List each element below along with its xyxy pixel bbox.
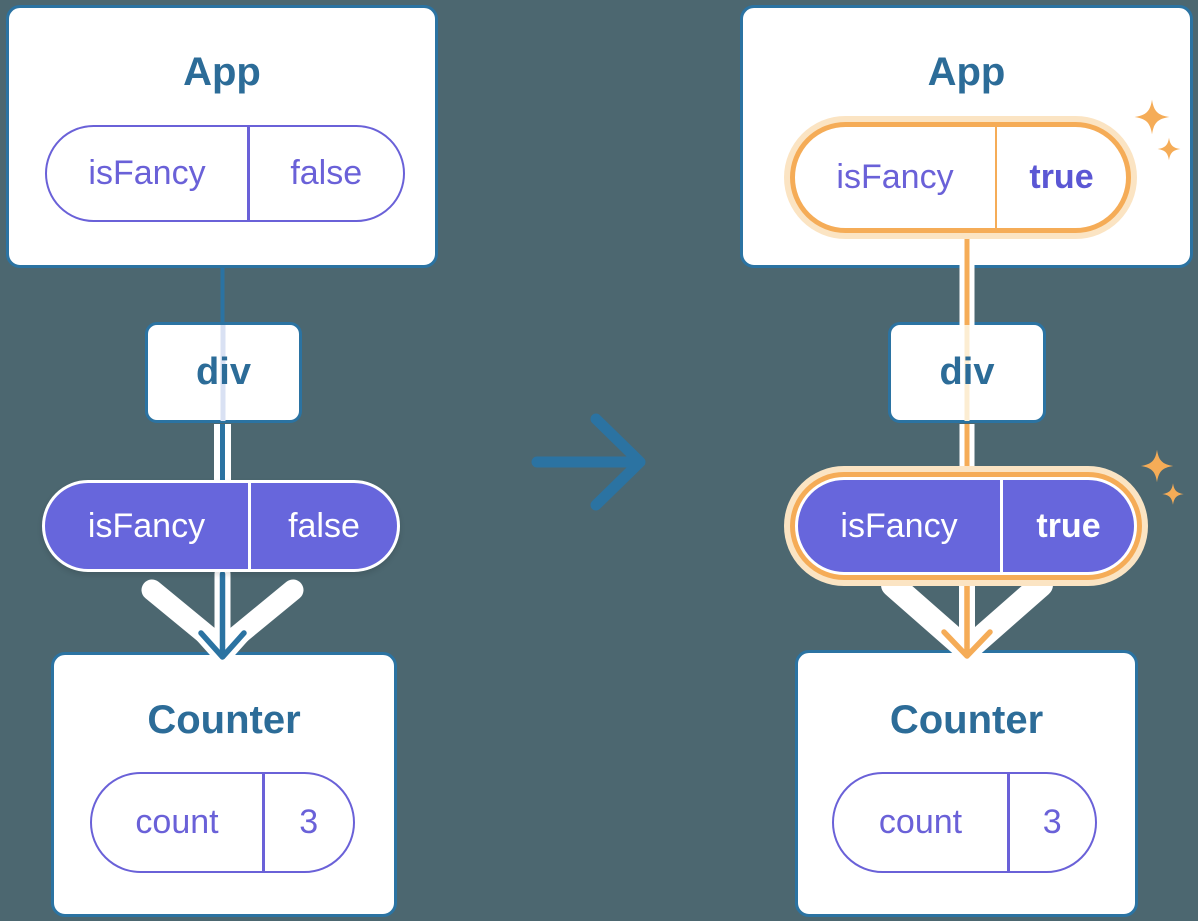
- sparkle-small-icon: [1162, 483, 1184, 505]
- prop-pill-value: true: [1036, 506, 1101, 545]
- chevron-left: [141, 579, 304, 659]
- state-pill-value: true: [1029, 158, 1094, 196]
- sparkles-icon-middle: [1140, 449, 1184, 505]
- transition-arrow-icon: [531, 413, 646, 511]
- pill-divider: [262, 774, 265, 871]
- count-pill-key: count: [878, 803, 963, 841]
- component-label-div-left: div: [196, 351, 251, 393]
- component-title-counter-right: Counter: [889, 698, 1044, 742]
- chevron-right: [881, 573, 1053, 662]
- component-label-div-right: div: [939, 351, 995, 393]
- pill-divider: [248, 483, 251, 569]
- count-pill-left: count 3: [90, 772, 355, 873]
- pill-divider: [995, 127, 997, 228]
- count-pill-value: 3: [299, 803, 319, 841]
- state-pill-right: isFancy true: [790, 122, 1131, 233]
- prop-pill-left: isFancy false: [42, 480, 400, 572]
- component-title-app-right: App: [927, 50, 1006, 94]
- count-pill-value: 3: [1042, 803, 1062, 841]
- count-pill-right: count 3: [832, 772, 1097, 873]
- pill-divider: [1007, 774, 1010, 871]
- state-pill-key: isFancy: [836, 158, 954, 196]
- state-pill-value: false: [290, 154, 363, 192]
- arrow-core-left: [198, 571, 247, 660]
- state-pill-left: isFancy false: [45, 125, 405, 222]
- arrow-core-right: [941, 575, 993, 659]
- prop-pill-right: isFancy true: [795, 477, 1137, 575]
- pill-divider: [1000, 480, 1003, 572]
- component-title-app-left: App: [183, 50, 261, 94]
- prop-pill-key: isFancy: [87, 506, 206, 545]
- count-pill-key: count: [135, 803, 219, 841]
- prop-pill-value: false: [288, 506, 360, 545]
- prop-pill-key: isFancy: [840, 506, 958, 545]
- arrow-casing-left: [193, 566, 252, 665]
- component-title-counter-left: Counter: [147, 698, 301, 742]
- arrow-casing-right: [936, 570, 998, 664]
- state-pill-key: isFancy: [88, 154, 206, 192]
- pill-divider: [247, 127, 250, 220]
- sparkle-large-icon: [1140, 449, 1174, 483]
